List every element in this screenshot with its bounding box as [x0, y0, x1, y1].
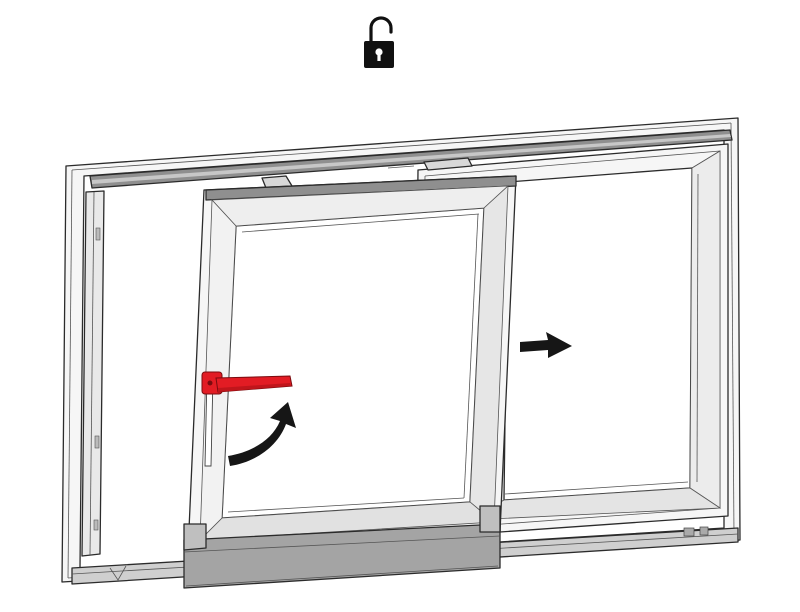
- top-track-rail: [89, 129, 733, 189]
- sash-carriage: [183, 505, 501, 589]
- slide-right-arrow-icon: [520, 332, 572, 358]
- rotate-handle-up-arrow-icon: [228, 402, 296, 466]
- sliding-sash: [187, 175, 517, 553]
- unlock-icon: [364, 16, 394, 68]
- left-fixed-stile: [81, 190, 105, 557]
- top-rollers: [261, 157, 473, 189]
- sash-handle: [201, 371, 293, 395]
